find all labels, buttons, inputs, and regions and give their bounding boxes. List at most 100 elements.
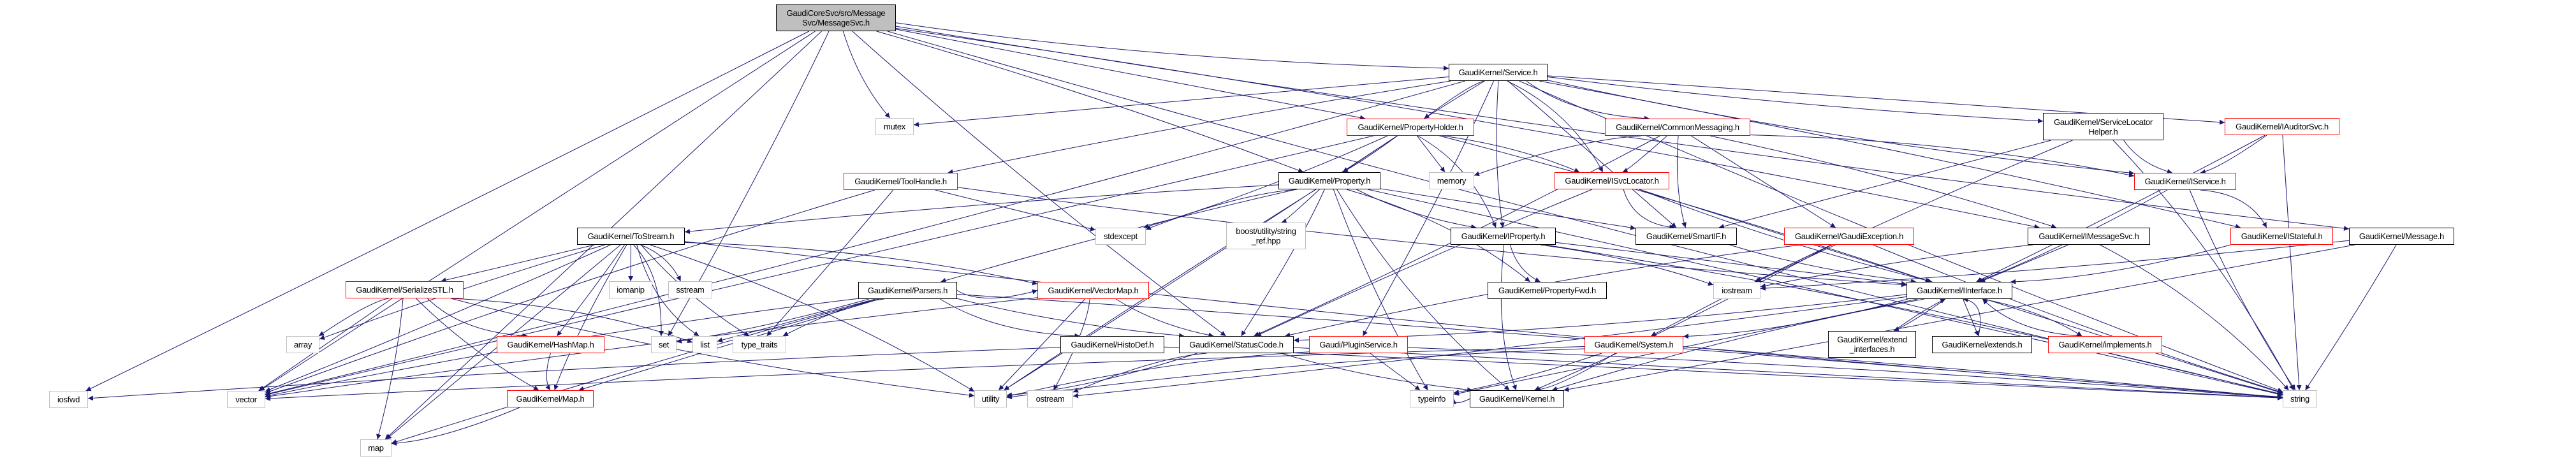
edge-system-to-typeinfo [1453,353,1602,395]
node-extend-interfaces-h[interactable]: GaudiKernel/extend _interfaces.h [1828,331,1916,358]
node-sstream: sstream [668,281,712,298]
node-string: string [2283,390,2317,407]
node-implements-h[interactable]: GaudiKernel/implements.h [2048,336,2162,353]
edge-propertyholder-to-memory [1416,135,1445,173]
edge-propertyholder-to-iinterface [1439,135,1931,283]
node-array: array [286,336,319,353]
edge-message-to-kernel [1563,244,2355,392]
node-service-h[interactable]: GaudiKernel/Service.h [1449,64,1548,81]
node-commonmessaging-h[interactable]: GaudiKernel/CommonMessaging.h [1605,119,1750,136]
edge-iinterface-to-extend_interfaces [1893,298,1946,332]
node-property-h[interactable]: GaudiKernel/Property.h [1278,172,1380,189]
node-message-h[interactable]: GaudiKernel/Message.h [2349,228,2454,245]
edge-service-to-vector [265,80,1465,396]
node-mutex: mutex [875,118,914,135]
node-parsers-h[interactable]: GaudiKernel/Parsers.h [858,282,957,299]
node-histodef-h[interactable]: GaudiKernel/HistoDef.h [1060,336,1164,353]
edge-tostream-to-list [636,244,699,337]
edge-property-to-typeinfo [1333,189,1428,391]
edge-imessagesvc-to-iinterface [1980,244,2068,282]
edge-statuscode-to-string [1293,347,2283,400]
edge-toolhandle-to-stdexcept [935,189,1096,231]
node-servicelocatorhelper-h[interactable]: GaudiKernel/ServiceLocator Helper.h [2043,113,2163,140]
edge-iinterface-to-kernel [1551,298,1924,391]
node-iinterface-h[interactable]: GaudiKernel/IInterface.h [1906,282,2012,299]
edge-gaudiexception-to-kernel [1534,244,1832,391]
edge-commonmessaging-to-isvclocator [1622,135,1667,173]
edge-histodef-to-string [1164,346,2283,400]
edge-tostream-to-vectormap [684,242,1038,286]
edge-statuscode-to-kernel [1280,353,1473,393]
edge-property-to-utility [1004,189,1317,391]
node-list: list [692,336,717,353]
edge-iinterface-to-ostream [1072,296,1907,399]
edge-propertyholder-to-vector [265,135,1374,397]
edge-map_h-to-map [391,407,520,446]
edge-property-to-propertyfwd [1346,189,1531,282]
node-imessagesvc-h[interactable]: GaudiKernel/IMessageSvc.h [2028,228,2150,245]
edge-service-to-toolhandle [948,80,1451,175]
edge-property-to-stdexcept [1145,189,1298,230]
node-iservice-h[interactable]: GaudiKernel/IService.h [2134,173,2236,190]
edge-vectormap-to-utility [998,298,1086,391]
edge-histodef-to-iosfwd [87,347,1061,401]
edge-pluginservice-to-typeinfo [1370,353,1421,391]
node-iauditorsvc-h[interactable]: GaudiKernel/IAuditorSvc.h [2225,118,2339,135]
edge-service-to-propertyholder [1424,80,1485,119]
node-pluginservice-h[interactable]: Gaudi/PluginService.h [1309,336,1408,353]
edge-root-to-statuscode [852,31,1226,337]
node-hashmap-h[interactable]: GaudiKernel/HashMap.h [497,336,604,353]
edge-parsers-to-map_h [578,298,880,391]
edge-property-to-kernel [1336,189,1510,391]
edge-kernel-to-typeinfo [1451,399,1470,404]
node-map-h[interactable]: GaudiKernel/Map.h [507,390,594,407]
edge-property-to-tostream [684,184,1279,234]
edge-root-to-mutex [842,31,891,119]
edge-gaudiexception-to-string [1873,244,2283,394]
node-smartif-h[interactable]: GaudiKernel/SmartIF.h [1636,228,1737,245]
edge-property-to-statuscode [1241,189,1325,337]
node-ostream: ostream [1027,390,1073,407]
edge-iinterface-to-typeinfo [1453,298,1918,396]
node-iproperty-h[interactable]: GaudiKernel/IProperty.h [1451,228,1556,245]
edge-system-to-kernel [1535,353,1616,392]
edge-parsers-to-type_traits [782,298,884,337]
edge-implements-to-iinterface [1982,298,2082,337]
edge-root-to-property [876,31,1304,173]
node-set: set [651,336,677,353]
node-isvclocator-h[interactable]: GaudiKernel/ISvcLocator.h [1555,172,1669,189]
node-gaudiexception-h[interactable]: GaudiKernel/GaudiException.h [1784,228,1914,245]
node-system-h[interactable]: GaudiKernel/System.h [1584,336,1683,353]
edge-service-to-istateful [1539,80,2241,230]
edge-hashmap-to-map_h [545,353,551,391]
node-tostream-h[interactable]: GaudiKernel/ToStream.h [577,228,685,245]
edge-message-to-string [2305,244,2397,391]
edge-commonmessaging-to-memory [1474,135,1642,177]
edge-tostream-to-array [319,244,605,340]
node-root: GaudiCoreSvc/src/Message Svc/MessageSvc.… [776,4,896,31]
edge-property-to-boost_string_ref [1281,189,1320,224]
edge-root-to-iosfwd [85,31,809,391]
node-statuscode-h[interactable]: GaudiKernel/StatusCode.h [1179,336,1294,353]
edge-servicelocatorhelper-to-smartif [1718,140,2051,229]
edge-tostream-to-map_h [553,244,627,391]
edge-toolhandle-to-iinterface [957,187,1907,288]
node-serializestl-h[interactable]: GaudiKernel/SerializeSTL.h [346,281,464,298]
node-extends-h[interactable]: GaudiKernel/extends.h [1932,336,2032,353]
edge-property-to-string [1367,189,2283,397]
node-toolhandle-h[interactable]: GaudiKernel/ToolHandle.h [844,173,958,190]
node-vector: vector [227,391,265,408]
node-stdexcept: stdexcept [1095,228,1146,245]
node-vectormap-h[interactable]: GaudiKernel/VectorMap.h [1037,282,1149,299]
edge-istateful-to-iinterface [2010,244,2231,284]
edge-root-to-vector [259,31,816,391]
edge-tostream-to-vector [265,244,611,392]
node-propertyfwd-h[interactable]: GaudiKernel/PropertyFwd.h [1488,282,1607,299]
node-propertyholder-h[interactable]: GaudiKernel/PropertyHolder.h [1347,119,1474,136]
node-kernel-h[interactable]: GaudiKernel/Kernel.h [1470,390,1564,407]
edge-tostream-to-utility [650,244,975,392]
node-istateful-h[interactable]: GaudiKernel/IStateful.h [2230,228,2333,245]
edge-iproperty-to-propertyfwd [1509,244,1540,282]
edge-parsers-to-map [391,298,879,444]
